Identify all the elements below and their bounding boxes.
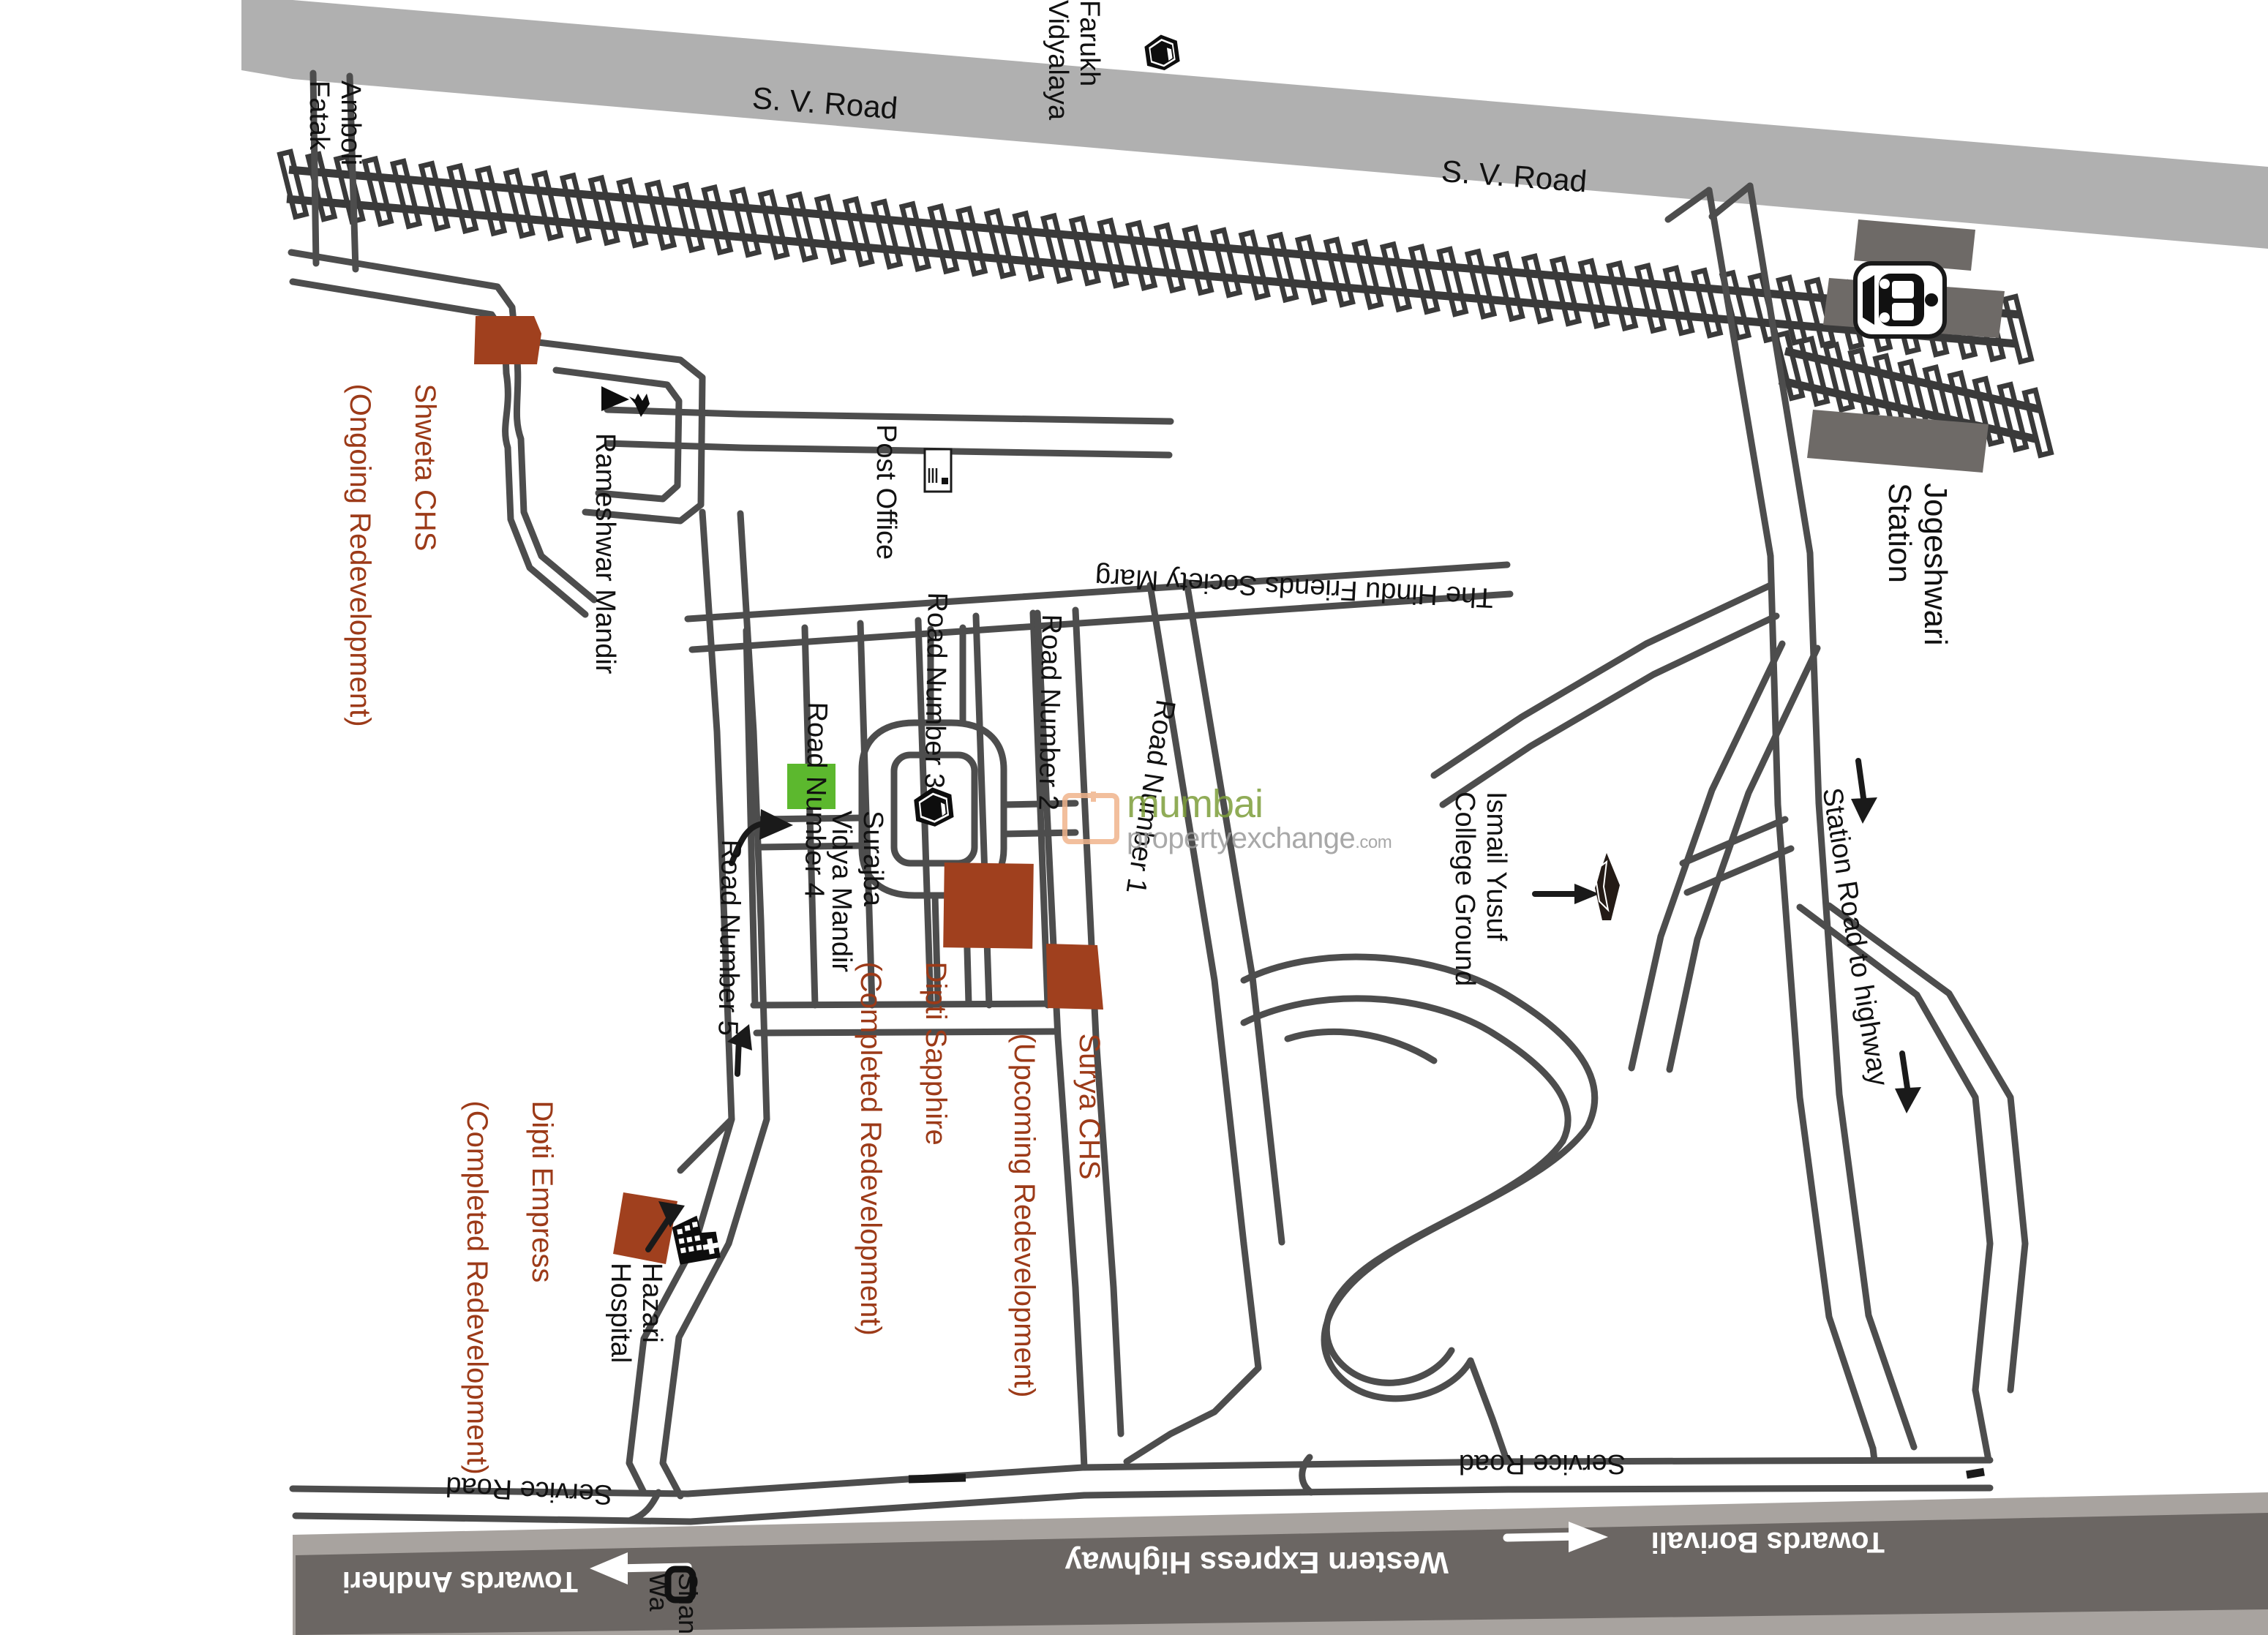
- watermark-tld: .com: [1355, 832, 1392, 852]
- school-book-icon: [1137, 26, 1187, 76]
- watermark-logo-icon: [1062, 792, 1119, 844]
- sv-road-band: [293, 0, 2268, 249]
- envelope-icon: [923, 448, 953, 493]
- station-marker-icon: [664, 1566, 696, 1604]
- surya-chs-block: [1046, 944, 1103, 1010]
- train-icon: [1850, 258, 1950, 342]
- map-marks: [908, 1467, 1985, 1484]
- dipti-sapphire-block: [943, 862, 1034, 949]
- watermark: mumbai propertyexchange.com: [1062, 784, 1392, 853]
- hospital-icon: [667, 1209, 728, 1269]
- tree-icon: [1586, 850, 1626, 926]
- western-express-highway: [293, 1492, 2268, 1635]
- direction-arrows: [645, 758, 1921, 1252]
- watermark-brand: propertyexchange: [1127, 822, 1356, 854]
- sv-road-band-left: [241, 0, 293, 79]
- shweta-chs-block: [474, 316, 541, 364]
- watermark-line-2: propertyexchange.com: [1127, 824, 1392, 853]
- school-book-icon: [908, 779, 961, 832]
- temple-icon: [598, 379, 656, 424]
- park-green-block: [787, 764, 836, 809]
- watermark-line-1: mumbai: [1127, 782, 1263, 826]
- road-network: [288, 69, 2029, 1525]
- dipti-empress-block: [613, 1192, 677, 1264]
